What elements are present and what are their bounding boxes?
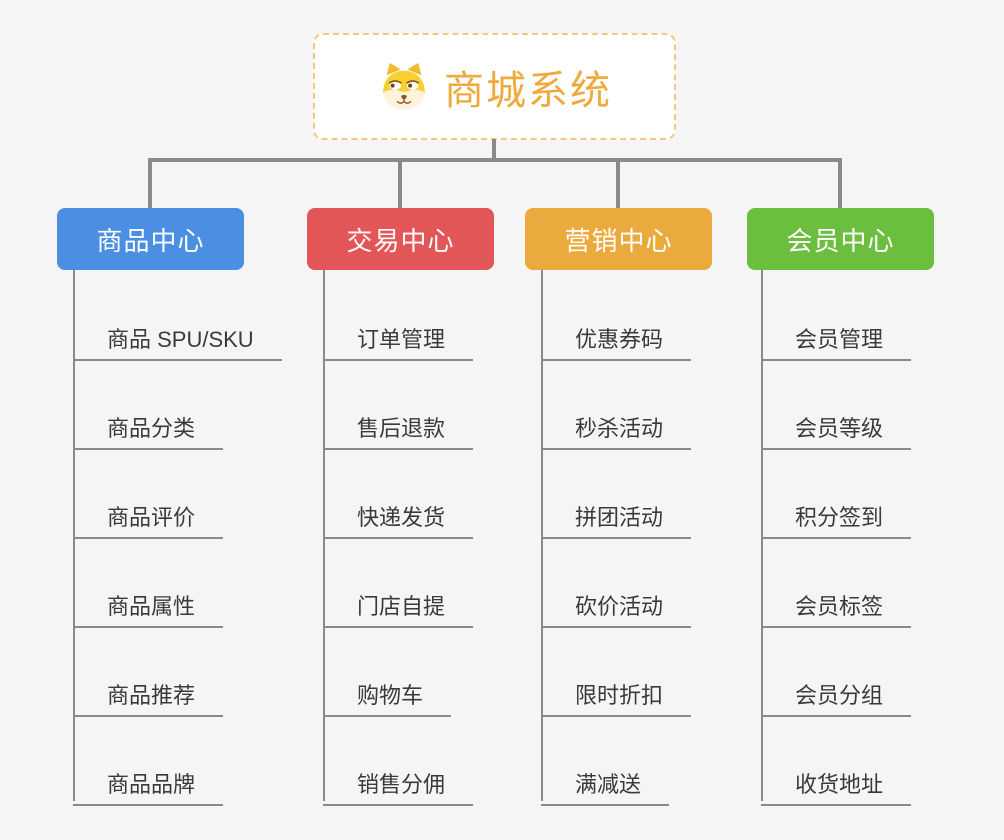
branch-spine-member xyxy=(761,270,763,801)
leaf-node-product-spu-sku[interactable]: 商品 SPU/SKU xyxy=(73,314,282,361)
root-node[interactable]: 商城系统 xyxy=(313,33,676,140)
branch-spine-product xyxy=(73,270,75,801)
leaf-node-sales-commission[interactable]: 销售分佣 xyxy=(323,759,474,806)
leaf-node-spend-and-save[interactable]: 满减送 xyxy=(541,759,670,806)
leaf-node-member-tag[interactable]: 会员标签 xyxy=(761,581,912,628)
leaf-node-product-category[interactable]: 商品分类 xyxy=(73,403,224,450)
leaf-node-order-management[interactable]: 订单管理 xyxy=(323,314,474,361)
branch-node-member-center[interactable]: 会员中心 xyxy=(747,208,934,270)
branch-spine-trade xyxy=(323,270,325,801)
dog-face-icon xyxy=(383,62,425,110)
leaf-node-shopping-cart[interactable]: 购物车 xyxy=(323,670,452,717)
leaf-node-flash-sale[interactable]: 秒杀活动 xyxy=(541,403,692,450)
leaf-node-product-recommend[interactable]: 商品推荐 xyxy=(73,670,224,717)
leaf-node-aftersale-refund[interactable]: 售后退款 xyxy=(323,403,474,450)
leaf-node-bargain-activity[interactable]: 砍价活动 xyxy=(541,581,692,628)
leaf-node-product-brand[interactable]: 商品品牌 xyxy=(73,759,224,806)
leaf-node-store-pickup[interactable]: 门店自提 xyxy=(323,581,474,628)
branch-node-product-center[interactable]: 商品中心 xyxy=(57,208,244,270)
connector-drop-marketing xyxy=(616,160,620,208)
branch-node-marketing-center[interactable]: 营销中心 xyxy=(525,208,712,270)
leaf-node-shipping-address[interactable]: 收货地址 xyxy=(761,759,912,806)
branch-spine-marketing xyxy=(541,270,543,801)
leaf-node-limited-time-discount[interactable]: 限时折扣 xyxy=(541,670,692,717)
leaf-node-coupon-code[interactable]: 优惠券码 xyxy=(541,314,692,361)
connector-drop-product xyxy=(148,160,152,208)
leaf-node-product-attribute[interactable]: 商品属性 xyxy=(73,581,224,628)
connector-drop-trade xyxy=(398,160,402,208)
connector-drop-member xyxy=(838,160,842,208)
leaf-node-express-shipping[interactable]: 快递发货 xyxy=(323,492,474,539)
connector-horizontal-rail xyxy=(148,158,842,162)
leaf-node-group-buy[interactable]: 拼团活动 xyxy=(541,492,692,539)
root-title: 商城系统 xyxy=(444,68,612,113)
connector-root-drop xyxy=(492,139,496,161)
leaf-node-product-review[interactable]: 商品评价 xyxy=(73,492,224,539)
leaf-node-member-group[interactable]: 会员分组 xyxy=(761,670,912,717)
leaf-node-points-checkin[interactable]: 积分签到 xyxy=(761,492,912,539)
leaf-node-member-management[interactable]: 会员管理 xyxy=(761,314,912,361)
leaf-node-member-level[interactable]: 会员等级 xyxy=(761,403,912,450)
branch-node-trade-center[interactable]: 交易中心 xyxy=(307,208,494,270)
